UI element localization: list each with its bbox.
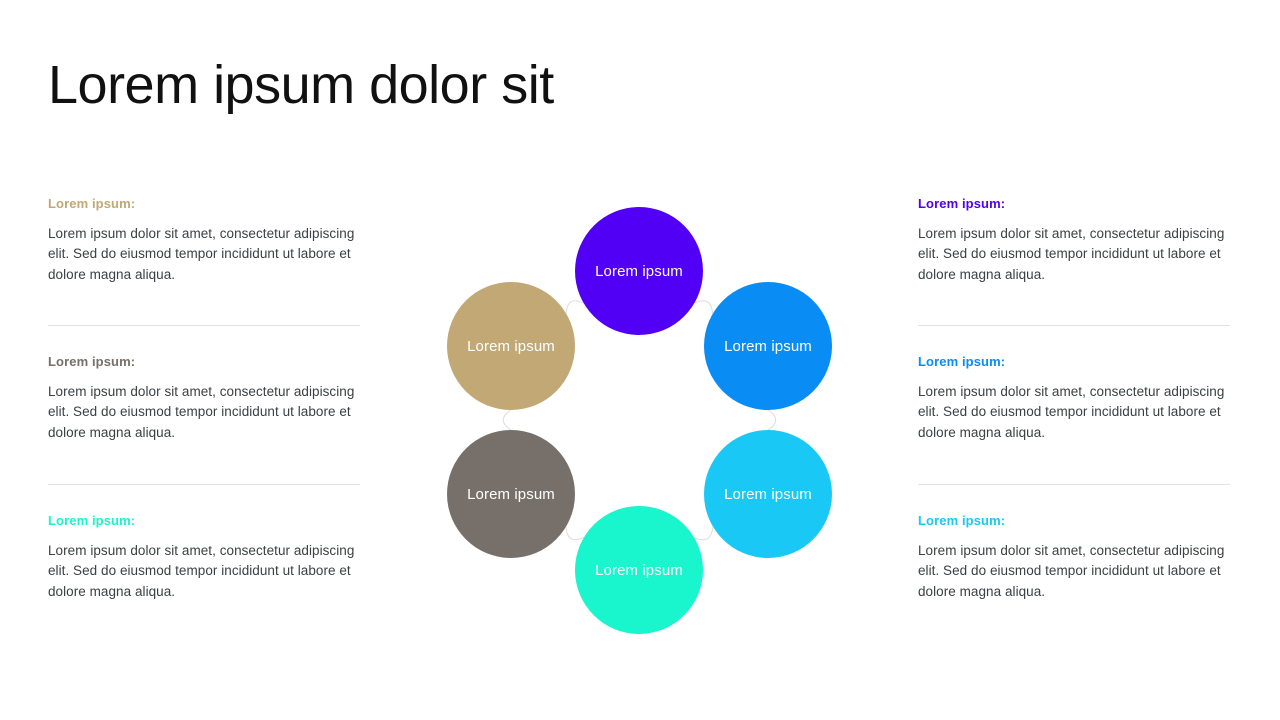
node-upper-left[interactable]: Lorem ipsum (447, 282, 575, 410)
node-label: Lorem ipsum (467, 337, 555, 355)
left-block-2-body: Lorem ipsum dolor sit amet, consectetur … (48, 384, 355, 440)
right-block-3-body: Lorem ipsum dolor sit amet, consectetur … (918, 543, 1225, 599)
left-text-block-2: Lorem ipsum: Lorem ipsum dolor sit amet,… (48, 354, 360, 443)
right-divider-1 (918, 325, 1230, 326)
right-block-3-heading: Lorem ipsum: (918, 513, 1006, 528)
right-text-block-1: Lorem ipsum: Lorem ipsum dolor sit amet,… (918, 196, 1230, 285)
node-label: Lorem ipsum (467, 485, 555, 503)
page-title: Lorem ipsum dolor sit (48, 55, 554, 115)
node-top[interactable]: Lorem ipsum (575, 207, 703, 335)
left-divider-1 (48, 325, 360, 326)
left-text-block-1: Lorem ipsum: Lorem ipsum dolor sit amet,… (48, 196, 360, 285)
node-label: Lorem ipsum (595, 262, 683, 280)
node-lower-left[interactable]: Lorem ipsum (447, 430, 575, 558)
left-text-block-3: Lorem ipsum: Lorem ipsum dolor sit amet,… (48, 513, 360, 602)
left-divider-2 (48, 484, 360, 485)
left-block-1-heading: Lorem ipsum: (48, 196, 136, 211)
node-bottom[interactable]: Lorem ipsum (575, 506, 703, 634)
left-block-3-body: Lorem ipsum dolor sit amet, consectetur … (48, 543, 355, 599)
right-block-1-heading: Lorem ipsum: (918, 196, 1006, 211)
node-lower-right[interactable]: Lorem ipsum (704, 430, 832, 558)
connector-lines (502, 300, 777, 541)
node-label: Lorem ipsum (724, 337, 812, 355)
right-block-2-heading: Lorem ipsum: (918, 354, 1006, 369)
right-block-2-body: Lorem ipsum dolor sit amet, consectetur … (918, 384, 1225, 440)
right-block-1-body: Lorem ipsum dolor sit amet, consectetur … (918, 226, 1225, 282)
node-label: Lorem ipsum (724, 485, 812, 503)
right-text-block-2: Lorem ipsum: Lorem ipsum dolor sit amet,… (918, 354, 1230, 443)
node-upper-right[interactable]: Lorem ipsum (704, 282, 832, 410)
node-label: Lorem ipsum (595, 561, 683, 579)
right-text-block-3: Lorem ipsum: Lorem ipsum dolor sit amet,… (918, 513, 1230, 602)
left-block-1-body: Lorem ipsum dolor sit amet, consectetur … (48, 226, 355, 282)
left-block-2-heading: Lorem ipsum: (48, 354, 136, 369)
right-divider-2 (918, 484, 1230, 485)
left-block-3-heading: Lorem ipsum: (48, 513, 136, 528)
